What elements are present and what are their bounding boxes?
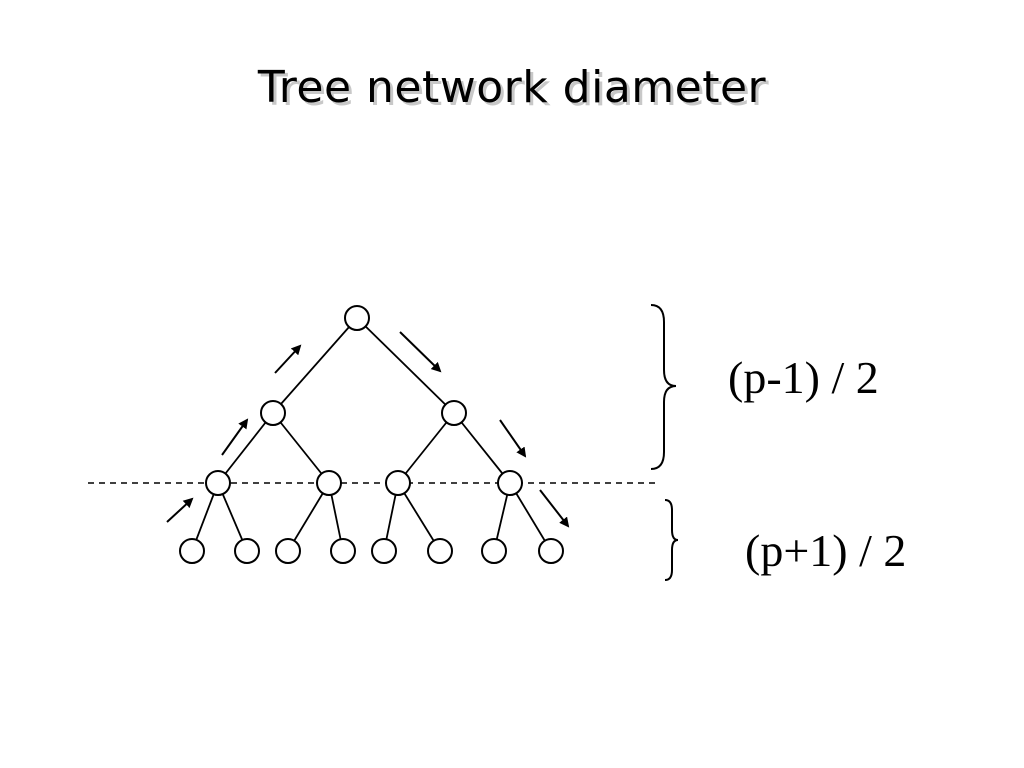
tree-edge <box>272 412 330 484</box>
tree-node <box>497 470 523 496</box>
down-arrow <box>499 419 527 458</box>
slide-title: Tree network diameter <box>257 62 767 113</box>
leaf-node <box>330 538 356 564</box>
tree-node <box>205 470 231 496</box>
tree-edges <box>191 317 552 552</box>
tree-edge <box>509 482 552 552</box>
tree-edge <box>287 482 330 552</box>
tree-edge <box>397 482 441 552</box>
up-arrow <box>274 344 302 374</box>
tree-node <box>441 400 467 426</box>
up-arrow <box>221 418 249 456</box>
down-arrow <box>539 489 570 528</box>
upper-levels-label: (p-1) / 2 <box>728 352 879 403</box>
leaf-node <box>538 538 564 564</box>
upper-levels-brace <box>650 304 677 470</box>
tree-edge <box>217 412 274 484</box>
leaf-node <box>179 538 205 564</box>
tree-node <box>260 400 286 426</box>
tree-node <box>344 305 370 331</box>
tree-edge <box>272 317 358 414</box>
tree-edge <box>453 412 511 484</box>
down-arrow <box>399 331 442 373</box>
tree-edge <box>356 317 455 414</box>
leaf-node <box>481 538 507 564</box>
leaf-node <box>427 538 453 564</box>
lower-levels-label: (p+1) / 2 <box>745 525 906 576</box>
leaf-node <box>275 538 301 564</box>
tree-node <box>385 470 411 496</box>
up-arrow <box>166 497 194 523</box>
lower-levels-brace <box>664 499 679 581</box>
leaf-node <box>371 538 397 564</box>
leaf-node <box>234 538 260 564</box>
tree-edge <box>397 412 455 484</box>
tree-node <box>316 470 342 496</box>
path-arrows <box>166 331 570 528</box>
tree-nodes <box>179 305 564 564</box>
